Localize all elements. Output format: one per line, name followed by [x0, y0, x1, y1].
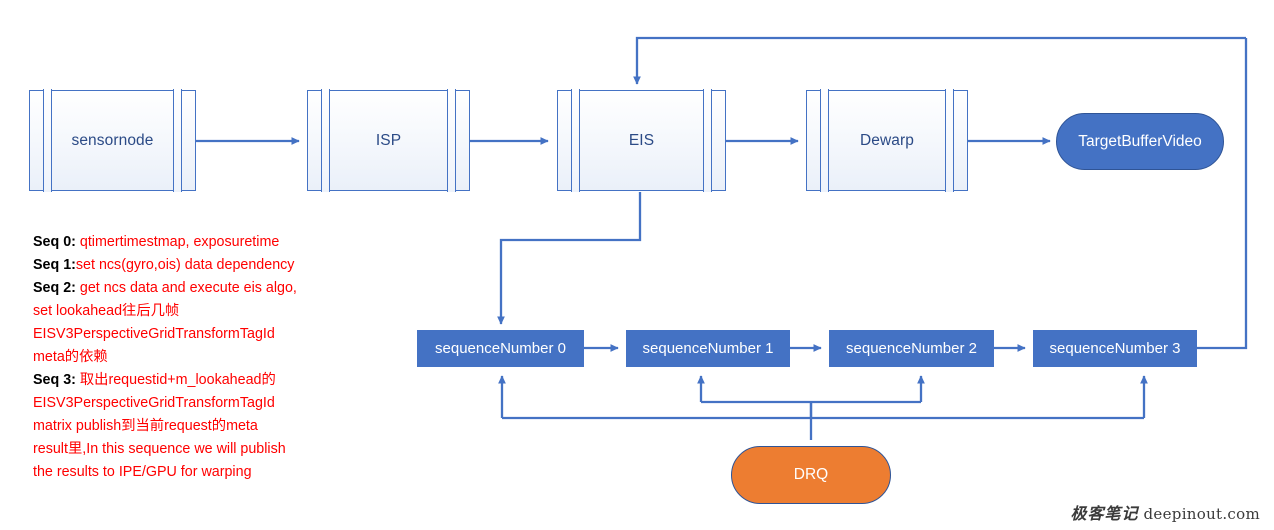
node-dewarp[interactable]: Dewarp: [806, 89, 968, 192]
note-text-1: set ncs(gyro,ois) data dependency: [75, 257, 295, 273]
note-text-3: set lookahead往后几帧: [33, 303, 180, 319]
watermark: 极客笔记 deepinout.com: [1071, 500, 1260, 524]
sequence-notes: Seq 0: qtimertimestmap, exposuretime Seq…: [33, 231, 363, 484]
node-eis[interactable]: EIS: [557, 89, 726, 192]
node-drq[interactable]: DRQ: [731, 446, 891, 504]
seq-block-3-label: sequenceNumber 3: [1049, 340, 1181, 357]
note-text-7: EISV3PerspectiveGridTransformTagId: [33, 395, 275, 411]
wire-seq3-to-feedback-bus: [1197, 38, 1248, 350]
note-text-0: qtimertimestmap, exposuretime: [75, 234, 280, 250]
note-line-9: result里,In this sequence we will publish: [33, 438, 363, 461]
note-line-5: meta的依赖: [33, 346, 363, 369]
node-targetbuffervideo-label: TargetBufferVideo: [1078, 132, 1202, 150]
watermark-en: deepinout.com: [1143, 505, 1260, 523]
note-key-6: Seq 3:: [33, 372, 76, 388]
note-text-10: the results to IPE/GPU for warping: [33, 464, 252, 480]
note-line-0: Seq 0: qtimertimestmap, exposuretime: [33, 231, 363, 254]
component-rail-right: [945, 89, 954, 192]
note-key-1: Seq 1:: [33, 257, 76, 273]
node-dewarp-label: Dewarp: [859, 131, 914, 149]
seq-block-0[interactable]: sequenceNumber 0: [417, 330, 584, 367]
component-rail-right: [703, 89, 712, 192]
seq-block-2[interactable]: sequenceNumber 2: [829, 330, 994, 367]
node-sensornode[interactable]: sensornode: [29, 89, 196, 192]
note-text-9: result里,In this sequence we will publish: [33, 441, 286, 457]
seq-block-1-label: sequenceNumber 1: [642, 340, 774, 357]
note-text-2: get ncs data and execute eis algo,: [75, 280, 297, 296]
node-isp-label: ISP: [375, 131, 402, 149]
component-rail-right: [447, 89, 456, 192]
note-text-5: meta的依赖: [33, 349, 108, 365]
note-line-8: matrix publish到当前request的meta: [33, 415, 363, 438]
note-text-4: EISV3PerspectiveGridTransformTagId: [33, 326, 275, 342]
seq-block-1[interactable]: sequenceNumber 1: [626, 330, 790, 367]
component-rail-left: [43, 89, 52, 192]
seq-block-3[interactable]: sequenceNumber 3: [1033, 330, 1197, 367]
note-line-3: set lookahead往后几帧: [33, 300, 363, 323]
component-rail-left: [820, 89, 829, 192]
seq-block-0-label: sequenceNumber 0: [435, 340, 566, 357]
note-line-10: the results to IPE/GPU for warping: [33, 461, 363, 484]
note-key-2: Seq 2:: [33, 280, 76, 296]
seq-block-2-label: sequenceNumber 2: [846, 340, 977, 357]
note-line-7: EISV3PerspectiveGridTransformTagId: [33, 392, 363, 415]
watermark-cn: 极客笔记: [1070, 504, 1139, 523]
component-rail-left: [571, 89, 580, 192]
note-line-2: Seq 2: get ncs data and execute eis algo…: [33, 277, 363, 300]
note-key-0: Seq 0:: [33, 234, 76, 250]
wire-feedback-into-eis-top: [633, 36, 1246, 85]
node-sensornode-label: sensornode: [71, 131, 154, 149]
node-drq-label: DRQ: [793, 466, 829, 483]
wire-eis-to-seq0: [497, 192, 642, 325]
note-line-6: Seq 3: 取出requestid+m_lookahead的: [33, 369, 363, 392]
node-targetbuffervideo[interactable]: TargetBufferVideo: [1056, 113, 1224, 170]
note-text-6: 取出requestid+m_lookahead的: [75, 372, 276, 388]
node-isp[interactable]: ISP: [307, 89, 470, 192]
note-line-4: EISV3PerspectiveGridTransformTagId: [33, 323, 363, 346]
node-eis-label: EIS: [628, 131, 655, 149]
component-rail-left: [321, 89, 330, 192]
component-rail-right: [173, 89, 182, 192]
note-text-8: matrix publish到当前request的meta: [33, 418, 258, 434]
note-line-1: Seq 1:set ncs(gyro,ois) data dependency: [33, 254, 363, 277]
